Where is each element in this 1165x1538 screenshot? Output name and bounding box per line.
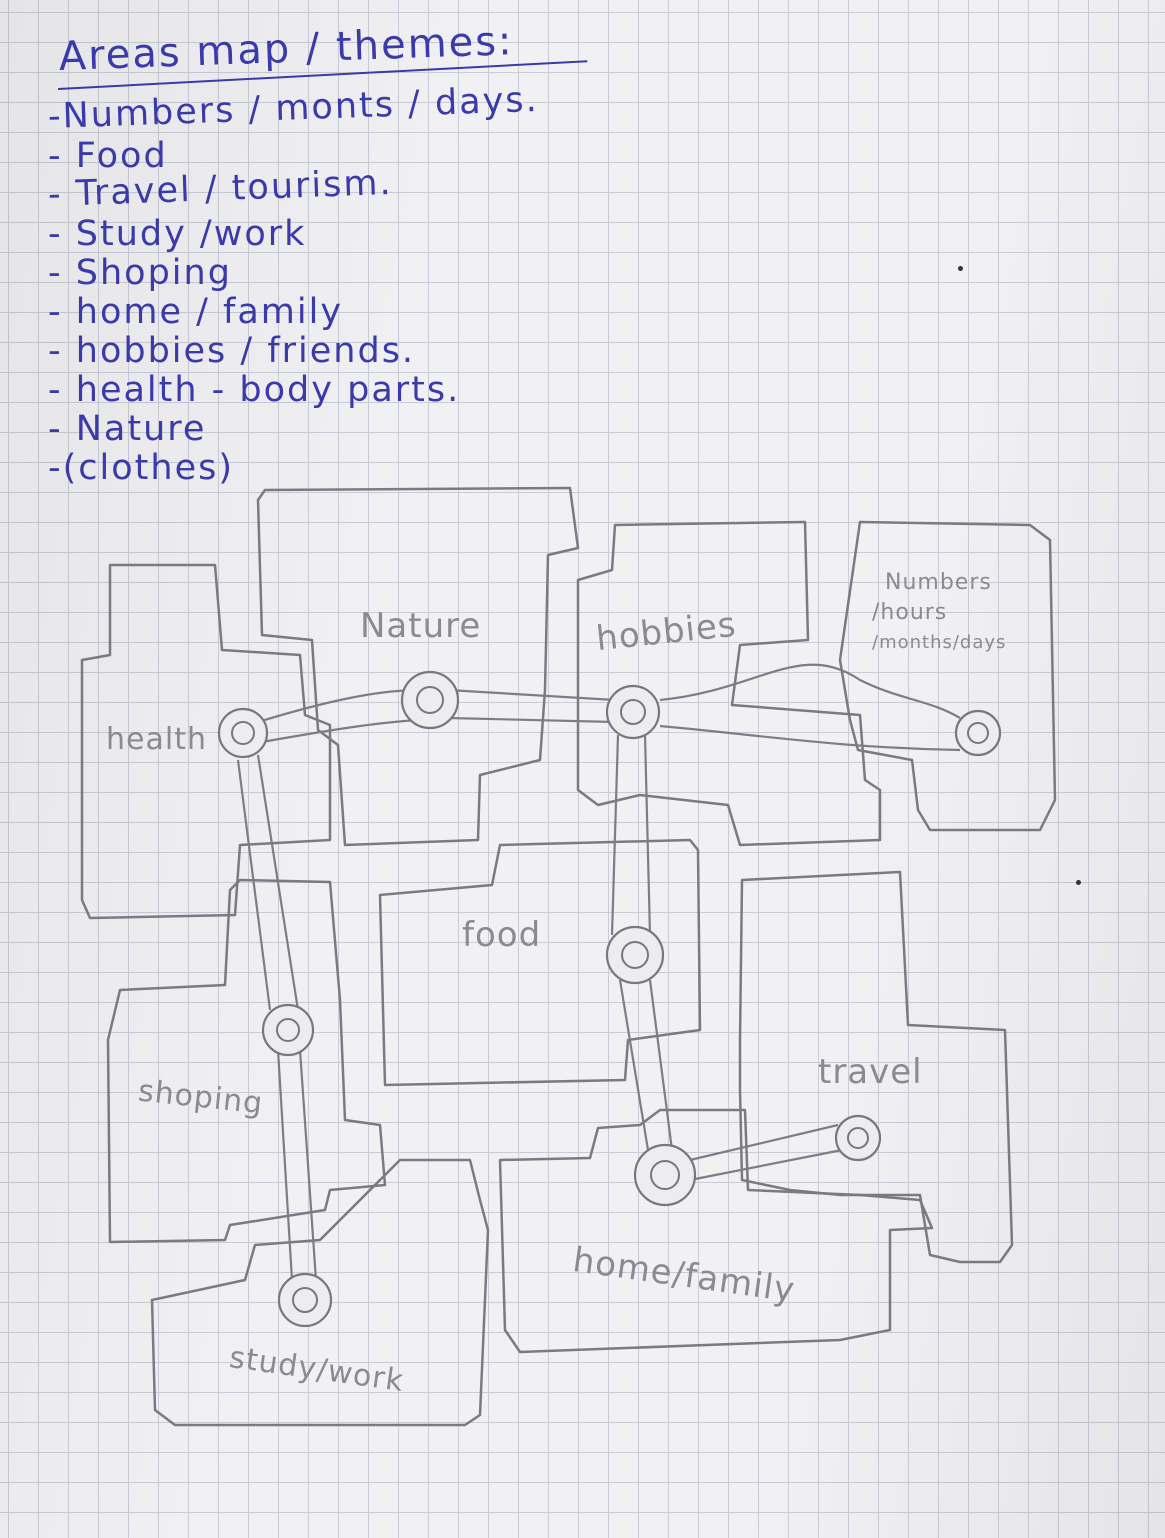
zone-label-numbers-3: /months/days	[872, 630, 1006, 656]
node-home-family	[635, 1145, 695, 1205]
pencil-dot	[958, 266, 963, 271]
node-health	[219, 709, 267, 757]
connection-hobbies-food	[612, 735, 650, 935]
connection-health-nature	[258, 690, 420, 742]
zone-label-food: food	[462, 915, 541, 955]
node-hobbies	[607, 686, 659, 738]
zone-label-numbers-1: Numbers	[885, 570, 992, 596]
node-food	[607, 927, 663, 983]
node-travel	[836, 1116, 880, 1160]
zone-label-health: health	[106, 722, 207, 757]
connection-home-travel	[690, 1125, 842, 1180]
zone-hobbies	[578, 522, 880, 845]
connection-health-shoping	[238, 755, 298, 1010]
zone-label-nature: Nature	[360, 606, 481, 646]
connection-nature-hobbies	[448, 690, 615, 722]
connection-food-home	[620, 980, 672, 1150]
node-shoping	[263, 1005, 313, 1055]
node-numbers	[956, 711, 1000, 755]
node-nature	[402, 672, 458, 728]
connection-hobbies-numbers	[660, 665, 960, 750]
zone-label-travel: travel	[818, 1052, 923, 1092]
node-study-work	[279, 1274, 331, 1326]
zone-shoping	[108, 880, 385, 1242]
zone-label-numbers-2: /hours	[872, 600, 947, 626]
connection-shoping-study	[278, 1050, 316, 1280]
pencil-dot	[1076, 880, 1081, 885]
zone-nature	[258, 488, 578, 845]
